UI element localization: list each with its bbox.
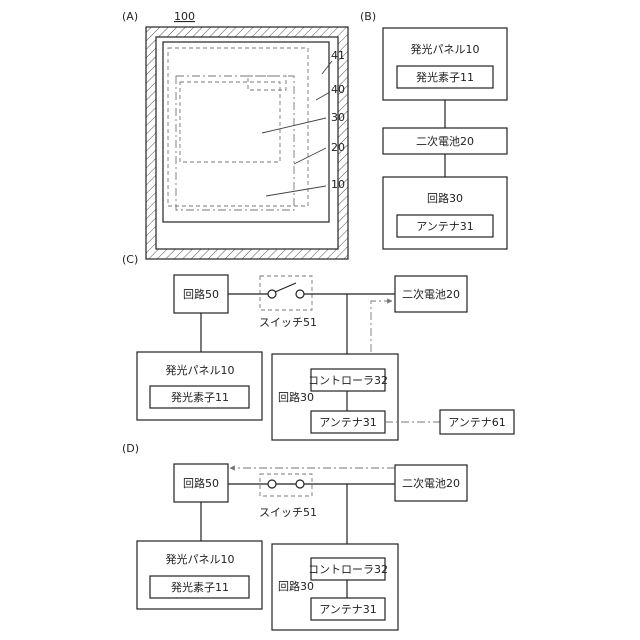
device-100-label: 100 (174, 10, 195, 23)
antenna-61-label: アンテナ61 (448, 416, 506, 429)
circuit-30-title: 回路30 (427, 192, 463, 205)
switch-d-contact-right (296, 480, 304, 488)
switch-lever-open (275, 283, 296, 292)
battery-20-d-label: 二次電池20 (402, 476, 460, 490)
light-element-d-label: 発光素子11 (171, 580, 229, 594)
switch-contact-right (296, 290, 304, 298)
label-30: 30 (331, 111, 345, 124)
circuit-50-d-label: 回路50 (183, 477, 219, 490)
light-panel-d-title: 発光パネル10 (166, 552, 235, 566)
controller-32-d-label: コントローラ32 (308, 563, 388, 576)
panel-b-label: (B) (360, 10, 376, 23)
light-element-label: 発光素子11 (416, 70, 474, 84)
switch-contact-left (268, 290, 276, 298)
light-panel-c-title: 発光パネル10 (166, 363, 235, 377)
switch-51-d-label: スイッチ51 (259, 506, 317, 519)
label-40: 40 (331, 83, 345, 96)
antenna-31-d-label: アンテナ31 (319, 603, 377, 616)
switch-d-contact-left (268, 480, 276, 488)
circuit-30-c-label: 回路30 (278, 391, 314, 404)
light-panel-title: 発光パネル10 (411, 42, 480, 56)
panel-d: (D) 回路50 スイッチ51 二次電池20 発光パネル10 発光素子11 コン… (122, 442, 467, 630)
switch-51-label: スイッチ51 (259, 316, 317, 329)
light-element-c-label: 発光素子11 (171, 390, 229, 404)
label-20: 20 (331, 141, 345, 154)
power-flow-arrow-c (371, 301, 392, 352)
antenna-31-c-label: アンテナ31 (319, 416, 377, 429)
panel-d-label: (D) (122, 442, 139, 455)
label-10: 10 (331, 178, 345, 191)
panel-c: (C) 回路50 スイッチ51 二次電池20 発光パネル10 発光素子11 コン… (122, 253, 514, 440)
controller-32-c-label: コントローラ32 (308, 374, 388, 387)
battery-20-label: 二次電池20 (402, 287, 460, 301)
panel-c-label: (C) (122, 253, 138, 266)
circuit-30-box (383, 177, 507, 249)
circuit-30-d-label: 回路30 (278, 580, 314, 593)
panel-a: (A) 100 41 40 30 20 10 (122, 10, 348, 259)
antenna-31-label: アンテナ31 (416, 220, 474, 233)
circuit-50-label: 回路50 (183, 288, 219, 301)
panel-a-label: (A) (122, 10, 138, 23)
layer-40 (163, 42, 329, 222)
label-41: 41 (331, 49, 345, 62)
panel-b: (B) 発光パネル10 発光素子11 二次電池20 回路30 アンテナ31 (360, 10, 507, 249)
light-panel-box (383, 28, 507, 100)
battery-label: 二次電池20 (416, 134, 474, 148)
light-panel-d-box (137, 541, 262, 609)
